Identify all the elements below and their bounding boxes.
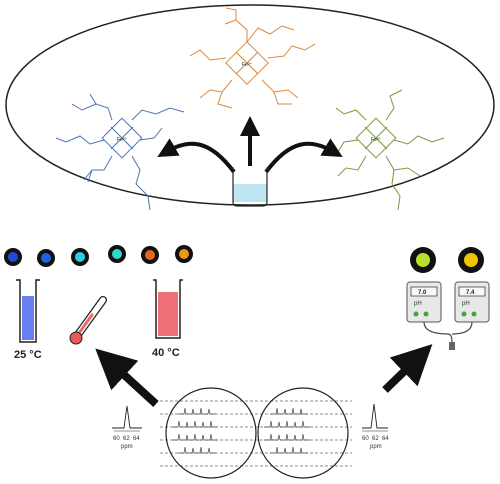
- temp-dot-3-fill: [75, 252, 85, 262]
- metal-label-left: Fe²⁺: [117, 137, 128, 143]
- spectrum-left-tick-1: 60: [113, 436, 120, 442]
- spectrum-right-tick-3: 64: [382, 436, 389, 442]
- ph-meter-left: [406, 281, 442, 323]
- temp-dot-1-fill: [8, 252, 18, 262]
- spectrum-right-unit: ppm: [370, 444, 382, 450]
- spectrum-left-tick-3: 64: [133, 436, 140, 442]
- temp-dot-2-fill: [41, 253, 51, 263]
- temperature-dots: [4, 245, 193, 267]
- cuvette-cold-icon: [16, 279, 40, 343]
- molecule-left: [55, 93, 185, 211]
- arrow-to-temperature: [95, 348, 159, 407]
- spectrum-left: [112, 405, 142, 432]
- ph-dot-1-fill: [416, 253, 430, 267]
- arrow-to-left-molecule: [157, 138, 236, 174]
- ph-meter-cable: [423, 321, 473, 350]
- ph-meter-right-value: 7.4: [466, 290, 475, 296]
- mri-phantom-right: [257, 387, 349, 479]
- temp-dot-5-fill: [145, 250, 155, 260]
- molecule-right: [335, 89, 445, 211]
- ph-meter-right-unit: pH: [462, 301, 470, 307]
- cold-temperature-label: 25 °C: [14, 349, 42, 361]
- thermometer-icon: [69, 296, 107, 345]
- molecule-top: [189, 7, 316, 109]
- metal-label-top: Fe²⁺: [242, 62, 253, 68]
- ph-meter-left-value: 7.0: [418, 290, 427, 296]
- mri-phantom-left: [165, 387, 257, 479]
- cuvette-hot-icon: [153, 279, 183, 339]
- ph-dots: [410, 247, 484, 273]
- spectrum-left-unit: ppm: [121, 444, 133, 450]
- spectrum-right-tick-1: 60: [362, 436, 369, 442]
- arrow-to-ph: [382, 344, 433, 393]
- spectrum-right-tick-2: 62: [372, 436, 379, 442]
- temp-dot-6-fill: [179, 249, 189, 259]
- ph-dot-2-fill: [464, 253, 478, 267]
- arrow-to-right-molecule: [264, 138, 343, 174]
- ph-meter-right: [454, 281, 490, 323]
- spectrum-left-tick-2: 62: [123, 436, 130, 442]
- hot-temperature-label: 40 °C: [152, 347, 180, 359]
- metal-label-right: Fe²⁺: [371, 137, 382, 143]
- molecule-ellipse: [5, 4, 495, 206]
- mri-voxel-spectra: [172, 407, 310, 454]
- temp-dot-4-fill: [112, 249, 122, 259]
- spectrum-right: [362, 403, 388, 432]
- ph-meter-left-unit: pH: [414, 301, 422, 307]
- beaker-icon: [231, 167, 269, 207]
